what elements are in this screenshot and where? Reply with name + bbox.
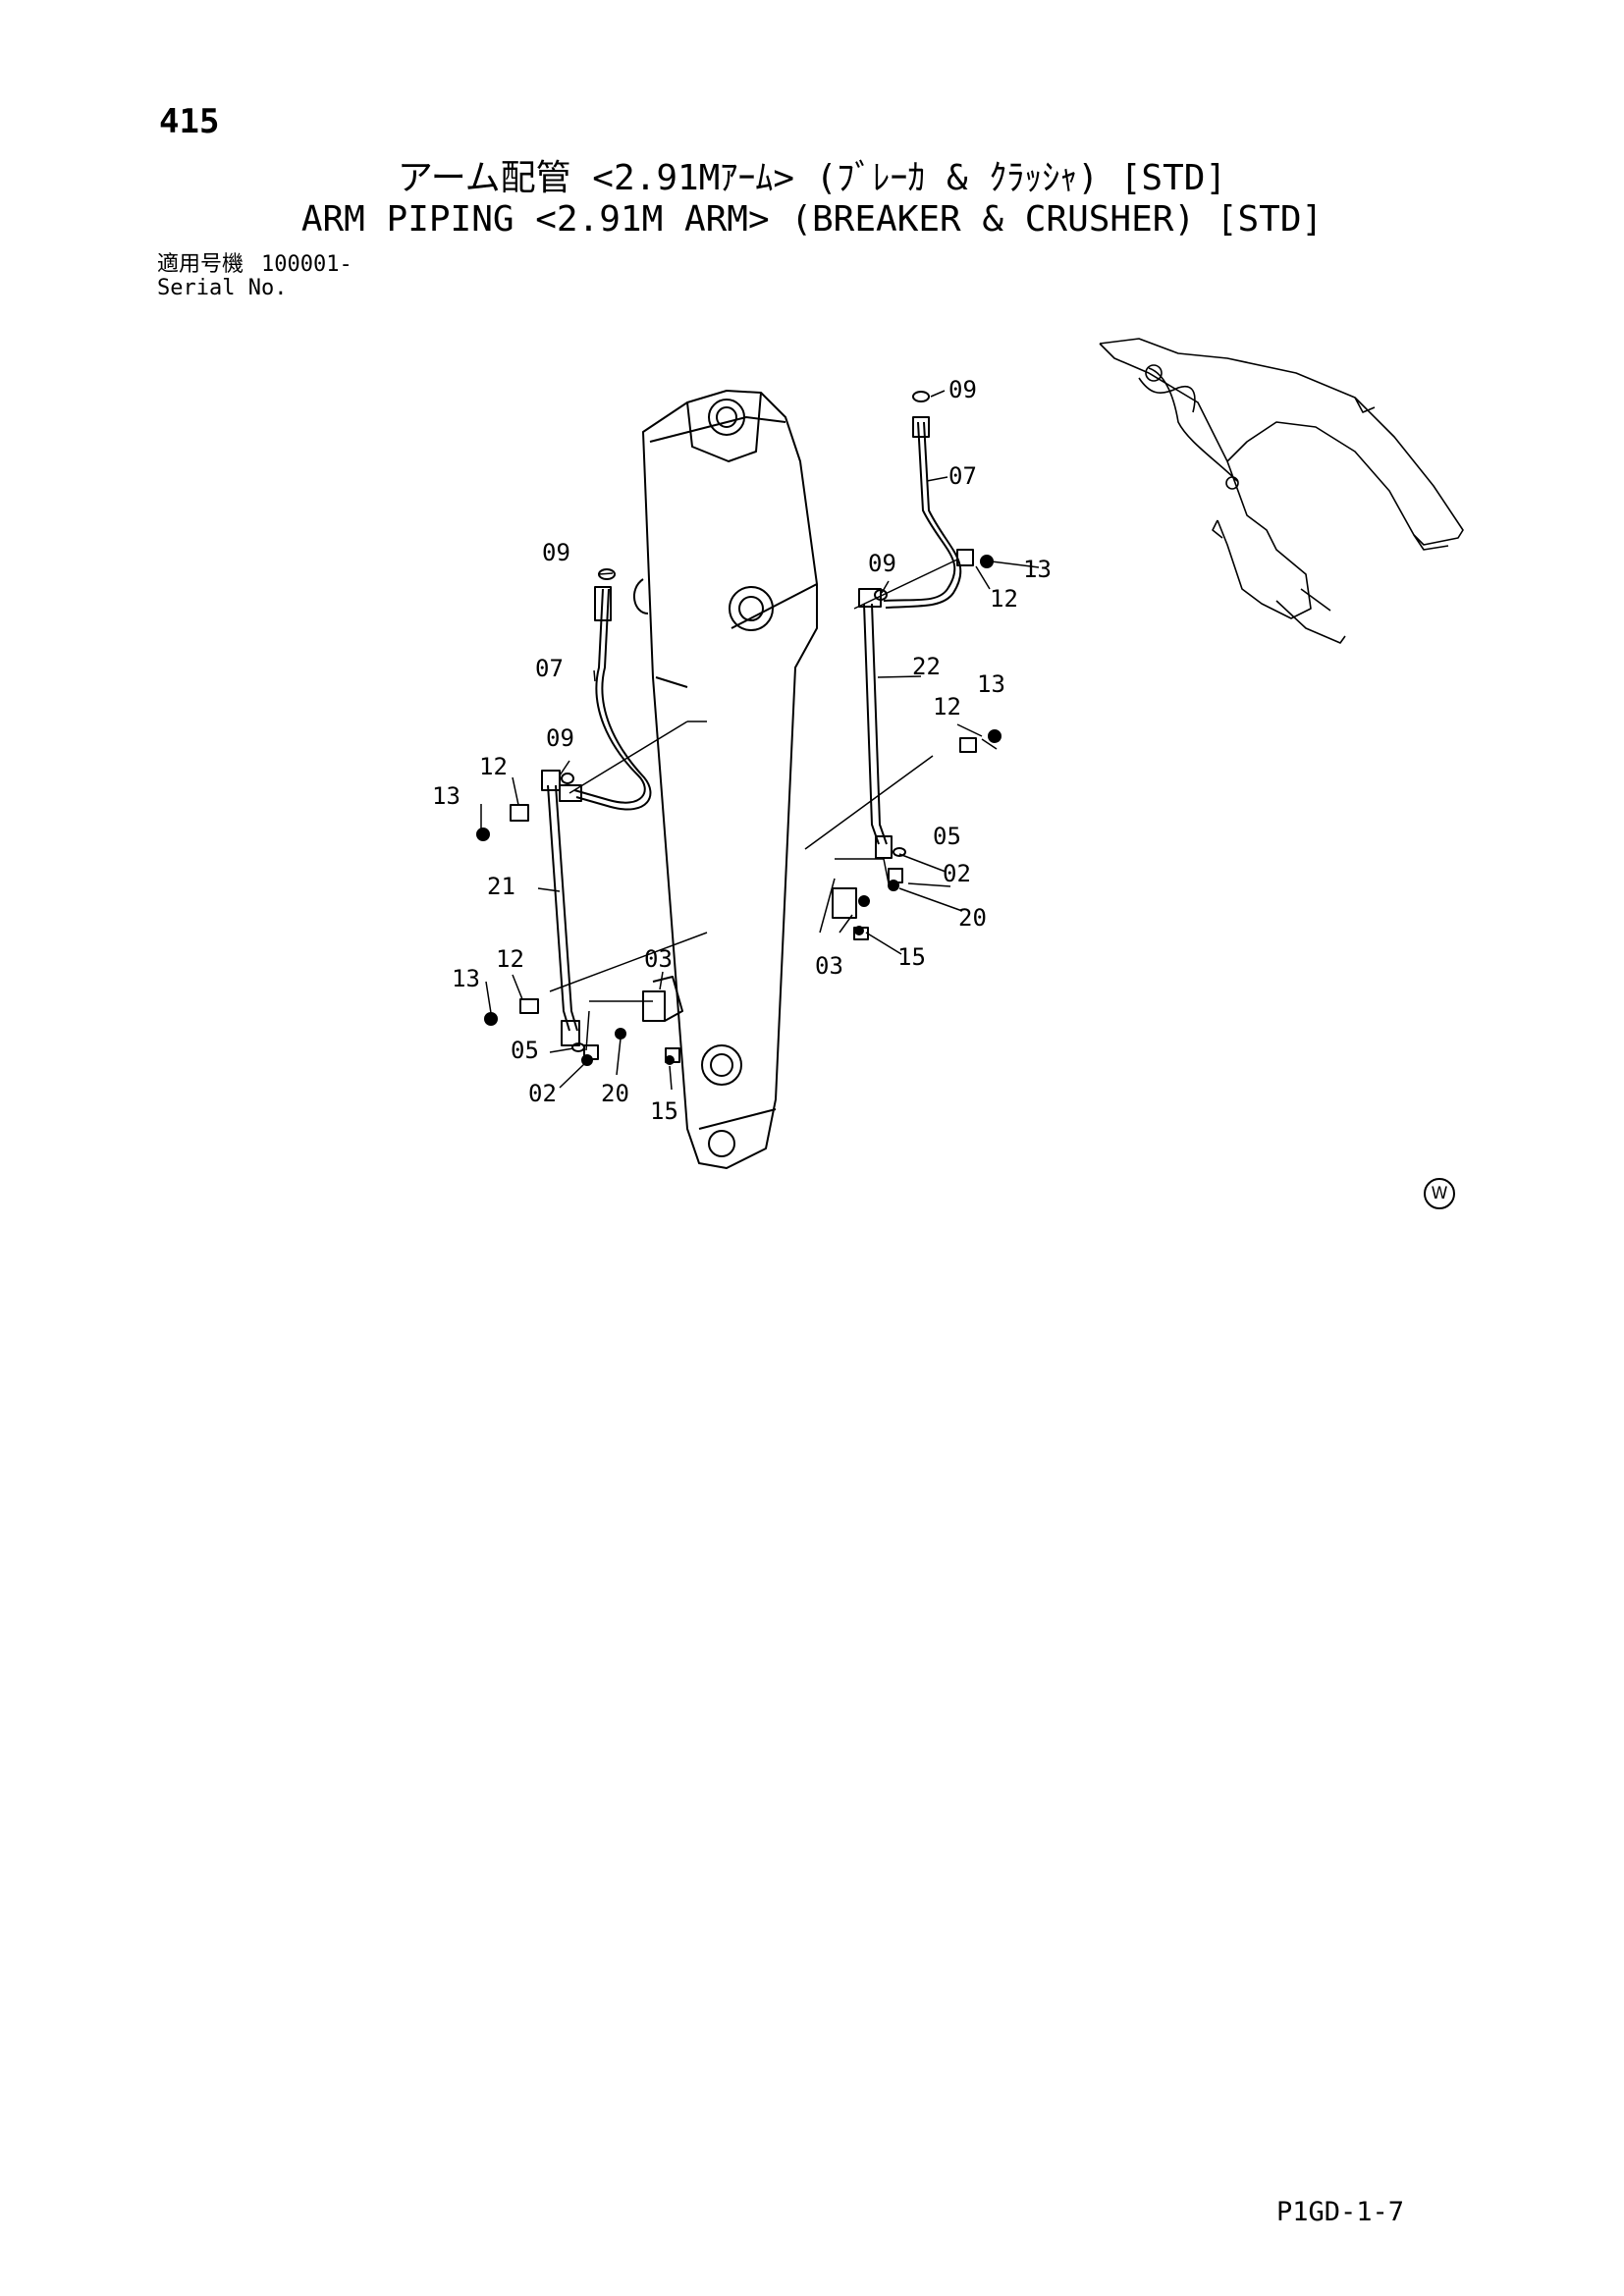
- page-number: 415: [159, 102, 220, 141]
- callout: 07: [535, 655, 564, 682]
- title-english: ARM PIPING <2.91M ARM> (BREAKER & CRUSHE…: [300, 199, 1324, 240]
- callout: 12: [479, 753, 508, 780]
- callout: 12: [933, 693, 961, 721]
- callout: 09: [542, 539, 570, 566]
- inset-overview: [1099, 338, 1464, 644]
- callout: 21: [487, 873, 515, 900]
- callout: 07: [948, 462, 977, 490]
- callout: 20: [601, 1080, 629, 1107]
- callout: 12: [990, 585, 1018, 613]
- serial-label-jp: 適用号機: [157, 252, 244, 277]
- left-clamp-parts: [510, 804, 683, 1063]
- callout: 09: [868, 550, 896, 577]
- guide-lines: [549, 559, 958, 1051]
- callout: 02: [943, 860, 971, 887]
- parts-diagram: 09 07 13 12 09 22 12 13 05 02 20 03 15 0…: [432, 338, 1464, 1169]
- callout: 13: [452, 965, 480, 992]
- title-japanese: アーム配管 <2.91Mｱｰﾑ> (ﾌﾞﾚｰｶ & ｸﾗｯｼｬ) [STD]: [397, 158, 1227, 198]
- callout: 13: [1023, 556, 1052, 583]
- callout: 15: [897, 943, 926, 971]
- callout: 09: [546, 724, 574, 752]
- left-hose-07: [559, 586, 652, 811]
- callout: 22: [912, 653, 941, 680]
- callout: 03: [644, 945, 673, 973]
- left-pipe-21: [541, 770, 580, 1046]
- callout-labels: 09 07 13 12 09 22 12 13 05 02 20 03 15 0…: [432, 376, 1052, 1125]
- callout: 05: [933, 823, 961, 850]
- bolts: [476, 555, 1001, 1066]
- serial-block: 適用号機 100001- Serial No.: [157, 253, 352, 300]
- callout: 13: [432, 782, 460, 810]
- leader-lines: [480, 390, 1040, 1091]
- serial-value: 100001-: [261, 252, 352, 277]
- serial-label-en: Serial No.: [157, 276, 288, 300]
- right-clamp-parts: [832, 549, 977, 940]
- arm-body: [633, 390, 818, 1169]
- callout: 02: [528, 1080, 557, 1107]
- callout: 20: [958, 904, 987, 932]
- callout: 12: [496, 945, 524, 973]
- callout: 15: [650, 1097, 678, 1125]
- callout: 09: [948, 376, 977, 403]
- right-pipe-22: [863, 603, 893, 859]
- footer-page-code: P1GD-1-7: [1276, 2197, 1405, 2227]
- o-rings: [561, 391, 930, 1052]
- callout: 13: [977, 670, 1005, 698]
- right-hose-07: [858, 416, 962, 609]
- watermark-stamp: W: [1424, 1178, 1455, 1209]
- callout: 05: [511, 1037, 539, 1064]
- callout: 03: [815, 952, 843, 980]
